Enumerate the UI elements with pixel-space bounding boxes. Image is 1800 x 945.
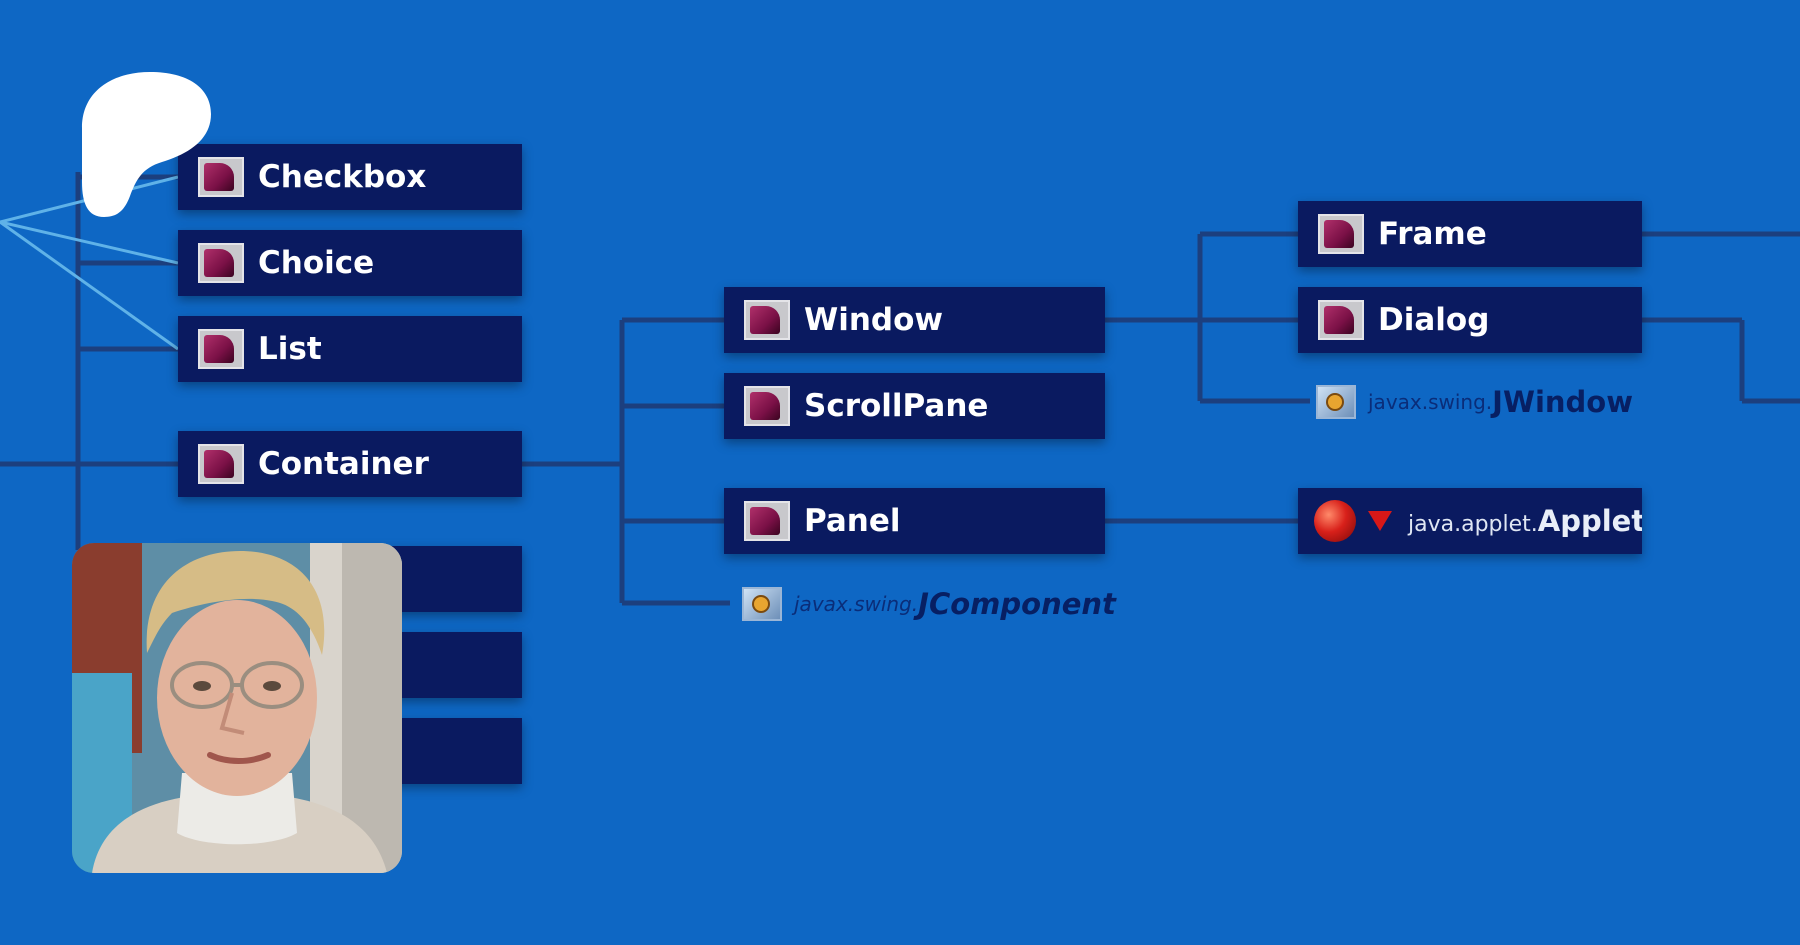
node-applet: java.applet.Applet xyxy=(1298,488,1642,554)
node-label: Choice xyxy=(258,245,375,281)
bean-icon xyxy=(742,587,782,621)
applet-icon xyxy=(1314,500,1356,542)
node-label: java.applet.Applet xyxy=(1408,503,1642,539)
node-dialog: Dialog xyxy=(1298,287,1642,353)
node-container: Container xyxy=(178,431,522,497)
bean-icon xyxy=(1316,385,1356,419)
node-frame: Frame xyxy=(1298,201,1642,267)
ext-jcomponent: javax.swing. JComponent xyxy=(742,584,1116,624)
node-label: Window xyxy=(804,302,944,338)
logo-icon xyxy=(82,72,211,217)
node-choice: Choice xyxy=(178,230,522,296)
node-label: Frame xyxy=(1378,216,1487,252)
window-icon xyxy=(744,501,790,541)
node-window: Window xyxy=(724,287,1105,353)
node-label: Panel xyxy=(804,503,901,539)
window-icon xyxy=(198,329,244,369)
node-label: Container xyxy=(258,446,429,482)
node-label: List xyxy=(258,331,322,367)
class-name: JComponent xyxy=(918,587,1116,621)
window-icon xyxy=(198,444,244,484)
dropdown-arrow-icon xyxy=(1368,511,1392,531)
ext-jwindow: javax.swing. JWindow xyxy=(1316,382,1633,422)
avatar xyxy=(72,543,402,873)
window-icon xyxy=(1318,300,1364,340)
avatar-photo xyxy=(72,543,402,873)
window-icon xyxy=(198,157,244,197)
window-icon xyxy=(198,243,244,283)
package-name: java.applet. xyxy=(1408,512,1538,537)
node-checkbox: Checkbox xyxy=(178,144,522,210)
package-name: javax.swing. xyxy=(1368,390,1493,414)
node-list: List xyxy=(178,316,522,382)
class-name: Applet xyxy=(1537,504,1642,538)
node-label: Checkbox xyxy=(258,159,427,195)
node-panel: Panel xyxy=(724,488,1105,554)
node-label: ScrollPane xyxy=(804,388,989,424)
node-scrollpane: ScrollPane xyxy=(724,373,1105,439)
node-label: Dialog xyxy=(1378,302,1490,338)
window-icon xyxy=(744,300,790,340)
window-icon xyxy=(1318,214,1364,254)
package-name: javax.swing. xyxy=(794,592,919,616)
window-icon xyxy=(744,386,790,426)
class-name: JWindow xyxy=(1492,385,1634,419)
